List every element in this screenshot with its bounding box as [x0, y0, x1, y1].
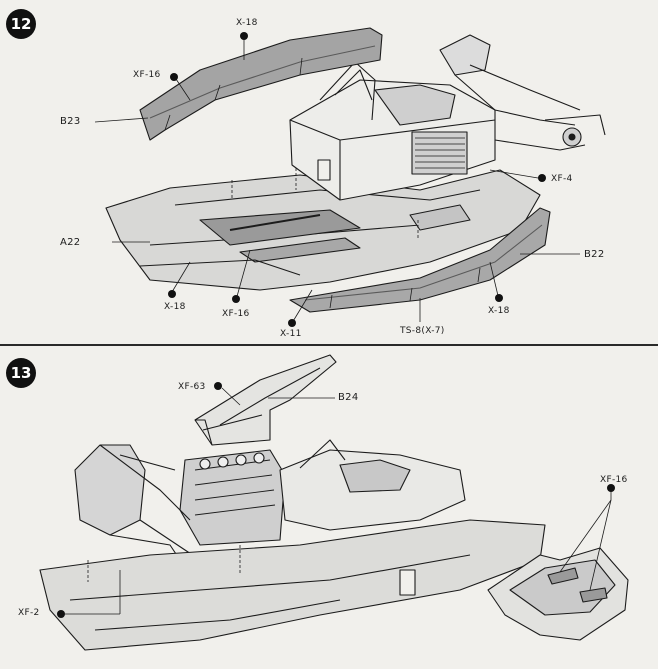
- floor-pan-a22: [105, 169, 541, 291]
- screw-markers-12: [168, 32, 546, 327]
- label-x18-left: X-18: [164, 302, 186, 312]
- label-a22: A22: [60, 237, 81, 248]
- chassis-body: [289, 61, 496, 201]
- sidepod-b23: [139, 27, 383, 141]
- front-suspension: [439, 34, 606, 151]
- sidepod-b22: [289, 207, 551, 313]
- label-x11: X-11: [280, 329, 302, 339]
- label-xf16-detail: XF-16: [600, 475, 628, 485]
- leader-lines-13: [65, 387, 612, 615]
- step-13-badge: 13: [6, 358, 36, 388]
- undertray-detail: [487, 547, 629, 641]
- label-b22: B22: [584, 249, 605, 260]
- leader-lines-12: [94, 38, 580, 324]
- floor-pan-13: [39, 519, 546, 651]
- step-12-badge: 12: [6, 9, 36, 39]
- label-xf16-top: XF-16: [133, 70, 161, 80]
- label-xf63: XF-63: [178, 382, 206, 392]
- screw-markers-13: [57, 382, 615, 618]
- engine-block: [179, 449, 286, 546]
- step-divider: [0, 344, 658, 346]
- label-b23: B23: [60, 116, 81, 127]
- label-xf4: XF-4: [551, 174, 573, 184]
- airbox-b24: [194, 354, 337, 446]
- label-ts8: TS-8(X-7): [400, 326, 445, 336]
- label-xf16-bottom: XF-16: [222, 309, 250, 319]
- label-xf2: XF-2: [18, 608, 40, 618]
- label-x18-right: X-18: [488, 306, 510, 316]
- label-b24: B24: [338, 392, 359, 403]
- label-x18-top: X-18: [236, 18, 258, 28]
